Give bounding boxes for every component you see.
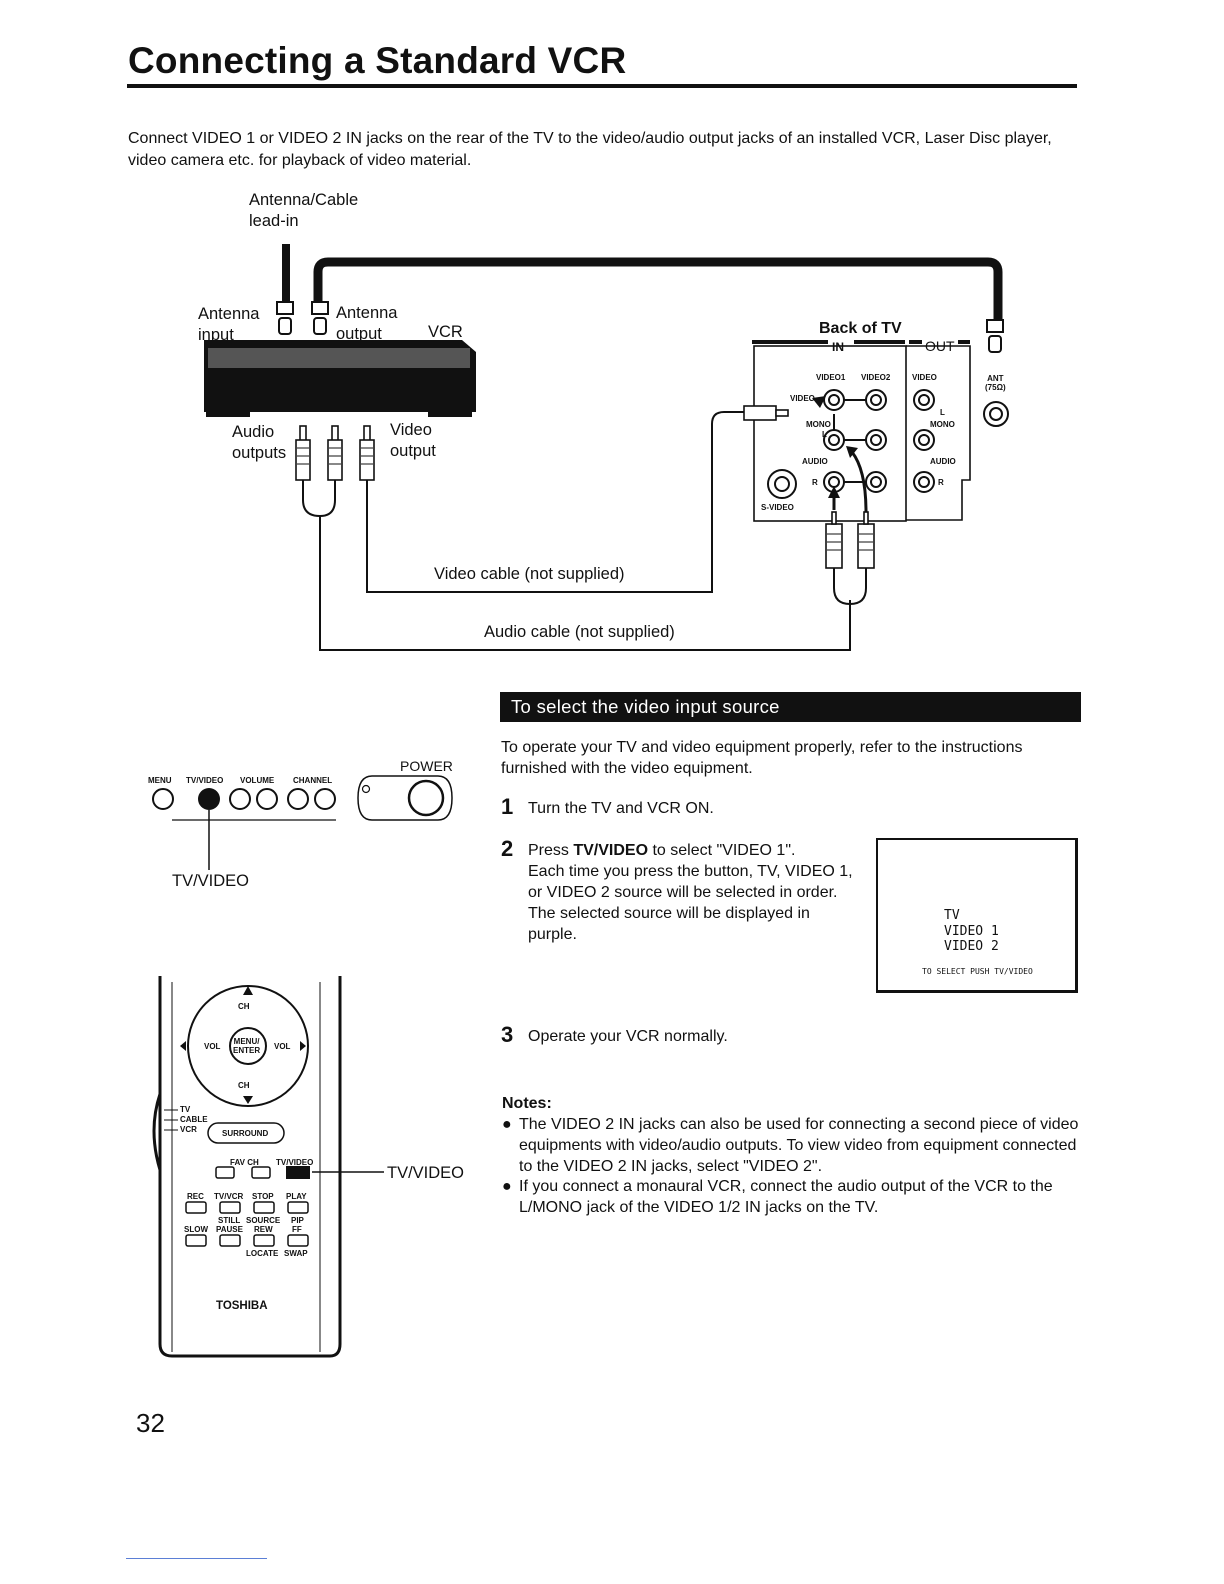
notes-title: Notes: [502,1095,552,1112]
remote-tvvideo-callout: TV/VIDEO [387,1164,465,1182]
vcr-label: VCR [428,323,463,341]
screen-line-tv: TV [944,908,960,923]
panel-volume-label: VOLUME [240,776,275,785]
remote-stop-label: STOP [252,1192,274,1201]
step-2-post: to select "VIDEO 1". [648,842,796,859]
step-2-button-name: TV/VIDEO [573,842,649,859]
remote-swap-label: SWAP [284,1249,308,1258]
r-label: R [812,478,818,487]
note-bullet: ● [502,1178,512,1195]
out-label: OUT [925,338,955,354]
ant-label: ANT (75Ω) [985,374,1006,392]
panel-channel-label: CHANNEL [293,776,333,785]
intro-paragraph: Connect VIDEO 1 or VIDEO 2 IN jacks on t… [128,130,1052,169]
note-item: ● If you connect a monaural VCR, connect… [502,1176,1092,1218]
out-r-label: R [938,478,944,487]
screen-line-video2: VIDEO 2 [944,939,999,954]
panel-tvvideo-label: TV/VIDEO [172,872,250,890]
video-out-label: VIDEO [912,373,937,382]
remote-still-label: STILL [218,1216,241,1225]
back-of-tv-label: Back of TV [819,320,902,337]
out-mono-label: MONO [930,420,955,429]
step-1-text: Turn the TV and VCR ON. [528,800,714,817]
screen-hint: TO SELECT PUSH TV/VIDEO [922,967,1033,976]
remote-menu-enter-label: MENU/ ENTER [233,1037,261,1055]
page-number: 32 [136,1408,165,1438]
remote-source-label: SOURCE [246,1216,281,1225]
front-panel-drawing [152,775,453,870]
remote-cable-label: CABLE [180,1115,208,1124]
video-cable-label: Video cable (not supplied) [434,565,625,583]
in-label: IN [832,340,844,354]
audio-cable-label: Audio cable (not supplied) [484,623,675,641]
remote-ff-label: FF [292,1225,302,1234]
power-label: POWER [400,758,453,774]
remote-fav-ch-label: FAV CH [230,1158,259,1167]
audio-outputs-label: Audio outputs [232,423,287,462]
mono-label: MONO [806,420,831,429]
out-l-label: L [940,408,945,417]
s-video-label: S-VIDEO [761,503,794,512]
page-title: Connecting a Standard VCR [128,40,627,81]
antenna-input-label: Antenna input [198,305,260,344]
video1-label: VIDEO1 [816,373,846,382]
l-label: L [822,430,827,439]
video-output-label: Video output [390,421,436,460]
video-jack-label: VIDEO [790,394,815,403]
remote-drawing [152,976,384,1358]
note-text: If you connect a monaural VCR, connect t… [519,1178,1053,1216]
step-2-block: Press TV/VIDEO to select "VIDEO 1". Each… [528,840,858,945]
panel-tvvideo-small-label: TV/VIDEO [186,776,224,785]
antenna-output-label: Antenna output [336,304,398,343]
remote-rew-label: REW [254,1225,273,1234]
antenna-lead-in-label: Antenna/Cable lead-in [249,191,359,230]
on-screen-display: TV VIDEO 1 VIDEO 2 TO SELECT PUSH TV/VID… [876,838,1078,993]
footer-line [126,1558,267,1559]
diagram-drawing [204,244,1009,651]
remote-play-label: PLAY [286,1192,307,1201]
remote-ch-up-label: CH [238,1002,250,1011]
screen-line-video1: VIDEO 1 [944,924,999,939]
remote-slow-label: SLOW [184,1225,208,1234]
note-item: ● The VIDEO 2 IN jacks can also be used … [502,1114,1092,1177]
note-bullet: ● [502,1116,512,1133]
title-rule [127,84,1077,88]
remote-rec-label: REC [187,1192,204,1201]
out-audio-label: AUDIO [930,457,956,466]
video2-label: VIDEO2 [861,373,891,382]
step-2-number: 2 [501,836,514,861]
section-lead-paragraph: To operate your TV and video equipment p… [501,739,1023,777]
audio-label: AUDIO [802,457,828,466]
remote-pause-label: PAUSE [216,1225,243,1234]
remote-ch-down-label: CH [238,1081,250,1090]
remote-tvvcr-label: TV/VCR [214,1192,244,1201]
remote-brand-label: TOSHIBA [216,1300,268,1312]
remote-vol-left-label: VOL [204,1042,221,1051]
step-2-detail-2: The selected source will be displayed in… [528,905,810,943]
remote-vcr-label: VCR [180,1125,197,1134]
remote-pip-label: PIP [291,1216,304,1225]
step-3-text: Operate your VCR normally. [528,1028,728,1045]
panel-menu-label: MENU [148,776,172,785]
remote-locate-label: LOCATE [246,1249,279,1258]
note-text: The VIDEO 2 IN jacks can also be used fo… [519,1116,1079,1175]
remote-surround-label: SURROUND [222,1129,269,1138]
step-2-detail: Each time you press the button, TV, VIDE… [528,863,853,901]
section-heading: To select the video input source [500,692,1081,722]
remote-tv-label: TV [180,1105,191,1114]
step-1-number: 1 [501,794,514,819]
step-2-pre: Press [528,842,574,859]
remote-vol-right-label: VOL [274,1042,291,1051]
step-3-number: 3 [501,1022,514,1047]
remote-tvvideo-small-label: TV/VIDEO [276,1158,314,1167]
